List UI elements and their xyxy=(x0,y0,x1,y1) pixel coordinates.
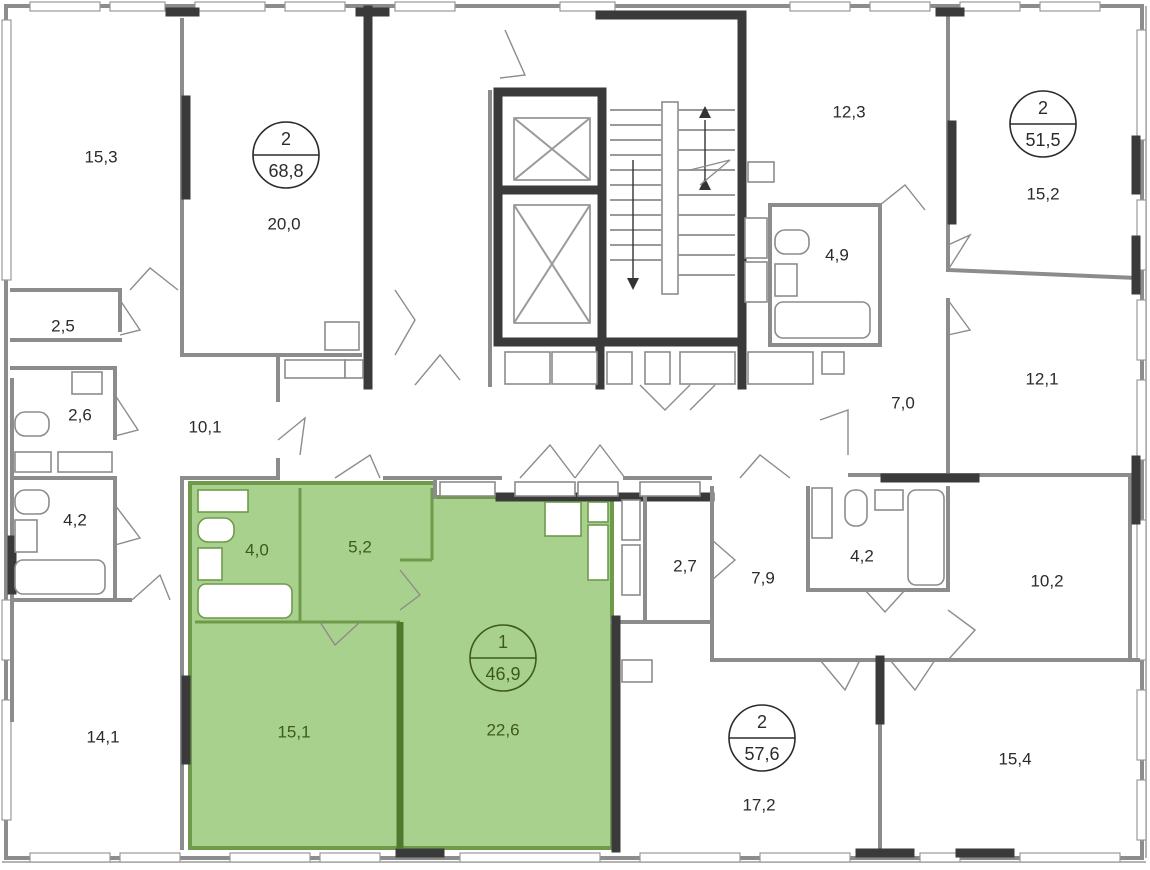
room-area-label: 15,1 xyxy=(277,722,310,741)
room-area-label: 4,2 xyxy=(63,510,87,529)
room-area-label: 15,3 xyxy=(84,147,117,166)
apartment-rooms: 2 xyxy=(757,712,767,732)
apartment-area: 57,6 xyxy=(744,744,779,764)
selected-bathroom-fixtures xyxy=(197,489,609,619)
room-area-label: 15,2 xyxy=(1026,184,1059,203)
room-area-label: 14,1 xyxy=(86,727,119,746)
interior-walls xyxy=(7,5,1141,858)
room-area-label: 7,0 xyxy=(891,393,915,412)
room-area-label: 7,9 xyxy=(751,568,775,587)
room-area-label: 4,2 xyxy=(850,546,874,565)
room-area-label: 2,6 xyxy=(68,405,92,424)
room-area-label: 17,2 xyxy=(742,795,775,814)
apartment-rooms: 2 xyxy=(1038,98,1048,118)
room-area-label: 2,7 xyxy=(673,556,697,575)
room-area-label: 5,2 xyxy=(348,537,372,556)
room-area-label: 2,5 xyxy=(51,316,75,335)
apartment-badge-selected[interactable]: 1 46,9 xyxy=(469,624,537,692)
door-swings xyxy=(114,29,977,692)
room-area-label: 12,3 xyxy=(832,102,865,121)
room-area-label: 22,6 xyxy=(486,720,519,739)
room-area-label: 10,2 xyxy=(1030,571,1063,590)
room-area-label: 4,0 xyxy=(245,540,269,559)
bathroom-fixtures xyxy=(14,161,945,683)
room-area-label: 4,9 xyxy=(825,245,849,264)
room-area-label: 12,1 xyxy=(1025,369,1058,388)
selected-apartment-highlight[interactable] xyxy=(188,481,614,850)
apartment-badge[interactable]: 2 57,6 xyxy=(728,704,796,772)
apartment-badge[interactable]: 2 68,8 xyxy=(252,121,320,189)
apartment-rooms: 2 xyxy=(281,129,291,149)
stairs-icon xyxy=(610,106,735,290)
apartment-area: 68,8 xyxy=(268,161,303,181)
room-area-label: 15,4 xyxy=(998,749,1031,768)
apartment-area: 46,9 xyxy=(485,664,520,684)
apartment-badge[interactable]: 2 51,5 xyxy=(1009,90,1077,158)
apartment-area: 51,5 xyxy=(1025,130,1060,150)
room-labels: 15,3 20,0 2,5 2,6 10,1 4,2 14,1 12,3 15,… xyxy=(51,102,1063,814)
room-area-label: 10,1 xyxy=(188,417,221,436)
room-area-label: 20,0 xyxy=(267,214,300,233)
apartment-rooms: 1 xyxy=(498,632,508,652)
elevator-icon xyxy=(513,117,591,324)
